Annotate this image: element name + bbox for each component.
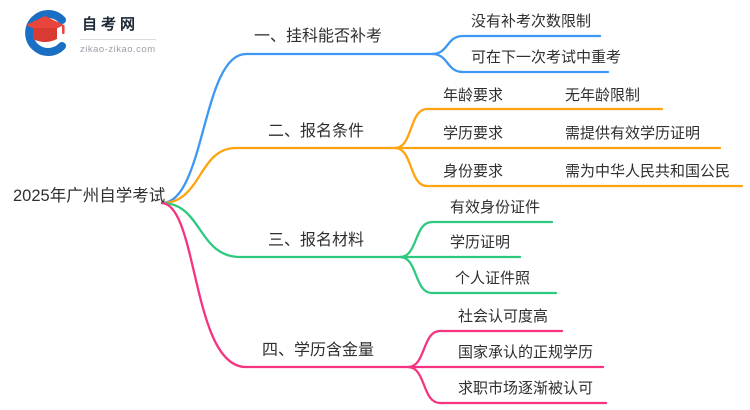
graduation-cap-icon — [25, 10, 66, 56]
branch-4-child-3-node[interactable]: 求职市场逐渐被认可 — [458, 380, 594, 397]
branch-1-child-2-node[interactable]: 可在下一次考试中重考 — [471, 49, 622, 66]
branch-3-child-2-node[interactable]: 学历证明 — [450, 234, 511, 251]
site-logo[interactable]: 自考网 zikao-zikao.com — [22, 10, 162, 56]
branch-2-child-3-value-node[interactable]: 需为中华人民共和国公民 — [565, 163, 731, 180]
branch-3-child-3-node[interactable]: 个人证件照 — [455, 270, 531, 287]
branch-3-child-1-line — [398, 220, 554, 259]
branch-3-child-1-node[interactable]: 有效身份证件 — [450, 199, 541, 216]
branch-1-node[interactable]: 一、挂科能否补考 — [254, 28, 383, 45]
branch-3-node[interactable]: 三、报名材料 — [268, 232, 365, 249]
branch-4-node[interactable]: 四、学历含金量 — [262, 342, 375, 359]
branch-2-child-3-node[interactable]: 身份要求 — [443, 163, 504, 180]
branch-2-child-2-value-node[interactable]: 需提供有效学历证明 — [565, 125, 701, 142]
logo-title: 自考网 — [80, 11, 156, 40]
branch-3-line — [160, 201, 402, 259]
branch-2-node[interactable]: 二、报名条件 — [268, 123, 365, 140]
branch-4-child-1-node[interactable]: 社会认可度高 — [458, 308, 549, 325]
branch-1-child-1-node[interactable]: 没有补考次数限制 — [471, 13, 592, 30]
branch-3-child-3-line — [398, 255, 558, 295]
branch-1-child-2-line — [430, 52, 610, 74]
branch-2-line — [160, 146, 397, 205]
branch-4-line — [160, 201, 410, 369]
branch-2-child-3-line — [393, 146, 744, 188]
branch-2-child-1-value-node[interactable]: 无年龄限制 — [565, 87, 641, 104]
logo-subtitle: zikao-zikao.com — [80, 44, 156, 55]
branch-1-line — [160, 52, 434, 205]
branch-4-child-3-line — [406, 365, 608, 405]
branch-4-child-2-node[interactable]: 国家承认的正规学历 — [458, 344, 594, 361]
branch-2-child-1-line — [393, 107, 664, 150]
branch-4-child-1-line — [406, 329, 564, 369]
branch-2-child-1-node[interactable]: 年龄要求 — [443, 87, 504, 104]
root-node[interactable]: 2025年广州自学考试 — [13, 187, 166, 205]
branch-2-child-2-node[interactable]: 学历要求 — [443, 125, 504, 142]
